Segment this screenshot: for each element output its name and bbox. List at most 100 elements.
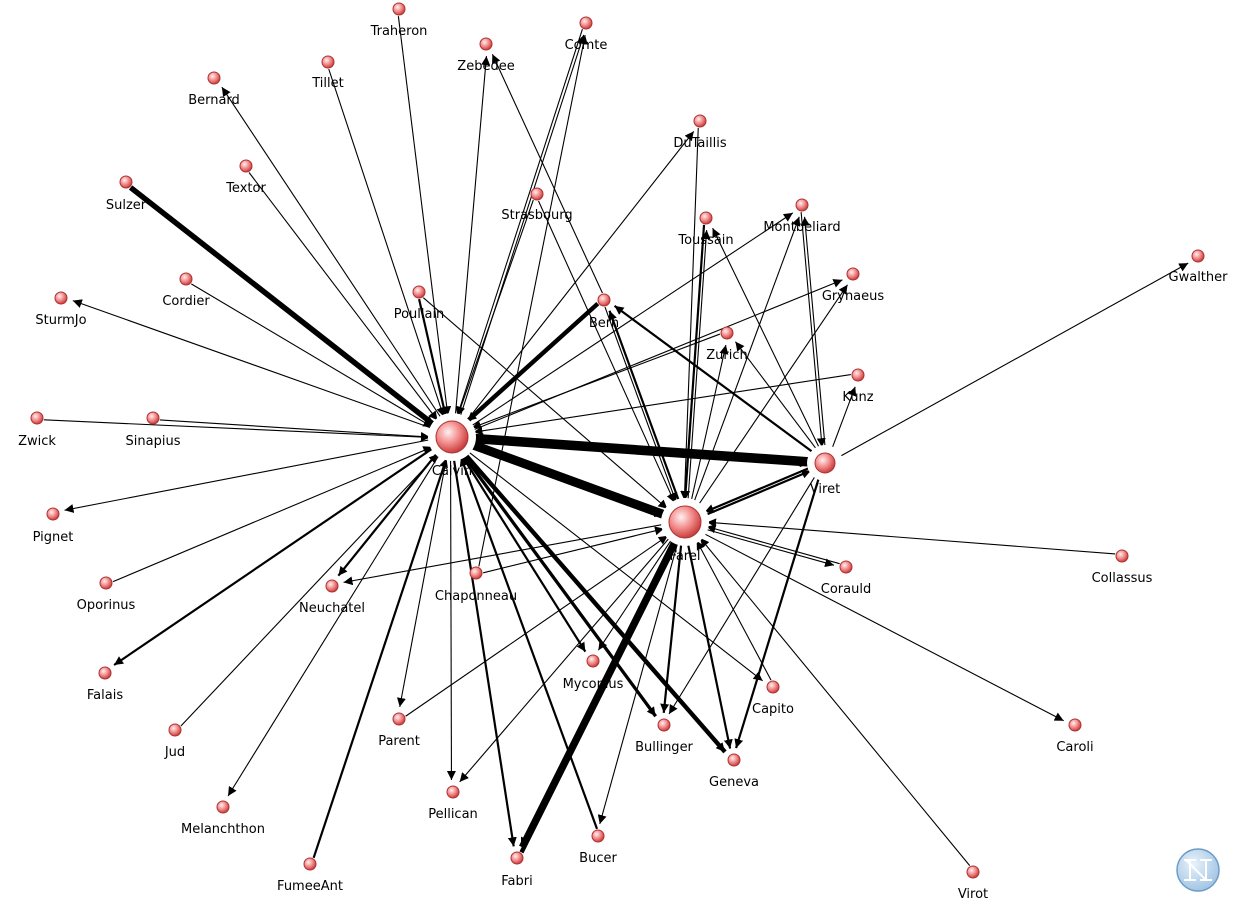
edge-calvin-to-zebedee [454,56,491,421]
node-circle[interactable] [795,198,809,212]
node-falais[interactable]: Falais [87,666,123,703]
node-gwalther[interactable]: Gwalther [1169,249,1229,285]
node-capito[interactable]: Capito [752,680,794,717]
node-chaponneau[interactable]: Chaponneau [435,566,517,604]
edge-farel-to-corauld [700,527,835,568]
node-circle[interactable] [851,368,865,382]
node-collassus[interactable]: Collassus [1092,549,1153,586]
node-kunz[interactable]: Kunz [842,368,874,405]
node-bern[interactable]: Bern [589,293,619,331]
node-circle[interactable] [446,785,460,799]
node-circle[interactable] [479,37,493,51]
node-circle[interactable] [239,159,253,173]
node-melanchthon[interactable]: Melanchthon [181,800,265,837]
node-textor[interactable]: Textor [225,159,266,196]
node-neuchatel[interactable]: Neuchatel [299,579,365,616]
node-circle[interactable] [303,857,317,871]
node-circle[interactable] [216,800,230,814]
node-virot[interactable]: Virot [958,865,988,902]
node-pignet[interactable]: Pignet [33,507,74,545]
node-viret[interactable]: Viret [807,445,843,497]
node-traheron[interactable]: Traheron [370,2,428,39]
node-circle[interactable] [179,272,193,286]
node-circle[interactable] [591,829,605,843]
node-circle[interactable] [766,680,780,694]
edge-toussain-to-farel [681,224,706,501]
node-zebedee[interactable]: Zebedee [457,37,515,74]
node-sinapius[interactable]: Sinapius [126,411,181,449]
node-circle[interactable] [966,865,980,879]
node-circle[interactable] [1115,549,1129,563]
edge-viret-to-gwalther [835,262,1189,460]
node-label: Kunz [842,390,873,405]
node-circle[interactable] [846,267,860,281]
node-poullain[interactable]: Poullain [394,285,445,322]
node-circle[interactable] [321,55,335,69]
node-strasbourg[interactable]: Strasbourg [501,187,573,223]
node-circle[interactable] [146,411,160,425]
node-circle[interactable] [814,452,836,474]
node-circle[interactable] [1191,249,1205,263]
node-farel[interactable]: Farel [661,498,709,564]
node-pellican[interactable]: Pellican [428,785,478,822]
node-fumeeant[interactable]: FumeeAnt [277,857,343,894]
node-circle[interactable] [586,654,600,668]
node-circle[interactable] [98,666,112,680]
node-label: Tillet [311,76,343,91]
node-oporinus[interactable]: Oporinus [77,576,136,613]
node-circle[interactable] [412,285,426,299]
node-circle[interactable] [435,420,469,454]
node-circle[interactable] [579,16,593,30]
node-circle[interactable] [54,291,68,305]
edge-parent-to-farel [405,535,669,717]
node-circle[interactable] [30,411,44,425]
node-toussain[interactable]: Toussain [677,211,734,248]
node-grynaeus[interactable]: Grynaeus [822,267,885,304]
node-montbeliard[interactable]: Montbeliard [763,198,841,235]
edge-calvin-to-bernard [221,86,445,423]
node-parent[interactable]: Parent [378,712,420,749]
node-circle[interactable] [207,71,221,85]
node-corauld[interactable]: Corauld [821,560,871,597]
node-jud[interactable]: Jud [164,723,185,760]
node-sulzer[interactable]: Sulzer [106,175,147,213]
node-circle[interactable] [392,712,406,726]
node-myconius[interactable]: Myconius [563,654,624,692]
edge-farel-to-myconius [597,535,675,651]
node-calvin[interactable]: Calvin [428,413,476,479]
node-circle[interactable] [325,579,339,593]
node-comte[interactable]: Comte [565,16,608,53]
node-circle[interactable] [1068,718,1082,732]
node-dutaillis[interactable]: DuTaillis [673,114,727,151]
node-fabri[interactable]: Fabri [501,851,533,889]
node-caroli[interactable]: Caroli [1056,718,1094,755]
node-bernard[interactable]: Bernard [188,71,240,108]
node-tillet[interactable]: Tillet [311,55,344,91]
node-circle[interactable] [668,505,702,539]
node-geneva[interactable]: Geneva [709,753,759,790]
node-bucer[interactable]: Bucer [579,829,617,866]
node-zurich[interactable]: Zurich [706,326,748,363]
node-circle[interactable] [693,114,707,128]
node-circle[interactable] [119,175,133,189]
node-circle[interactable] [392,2,406,16]
node-circle[interactable] [469,566,483,580]
node-circle[interactable] [699,211,713,225]
node-circle[interactable] [720,326,734,340]
node-circle[interactable] [530,187,544,201]
edge-zwick-to-calvin [43,419,430,442]
edge-poullain-to-calvin [418,298,449,417]
edge-montbeliard-to-viret [800,212,826,448]
node-circle[interactable] [657,718,671,732]
node-circle[interactable] [510,851,524,865]
node-cordier[interactable]: Cordier [162,272,210,309]
node-circle[interactable] [727,753,741,767]
node-circle[interactable] [46,507,60,521]
node-bullinger[interactable]: Bullinger [635,718,694,755]
node-sturmjo[interactable]: SturmJo [35,291,87,328]
node-circle[interactable] [99,576,113,590]
node-circle[interactable] [839,560,853,574]
node-zwick[interactable]: Zwick [18,411,56,449]
node-circle[interactable] [168,723,182,737]
node-circle[interactable] [597,293,611,307]
